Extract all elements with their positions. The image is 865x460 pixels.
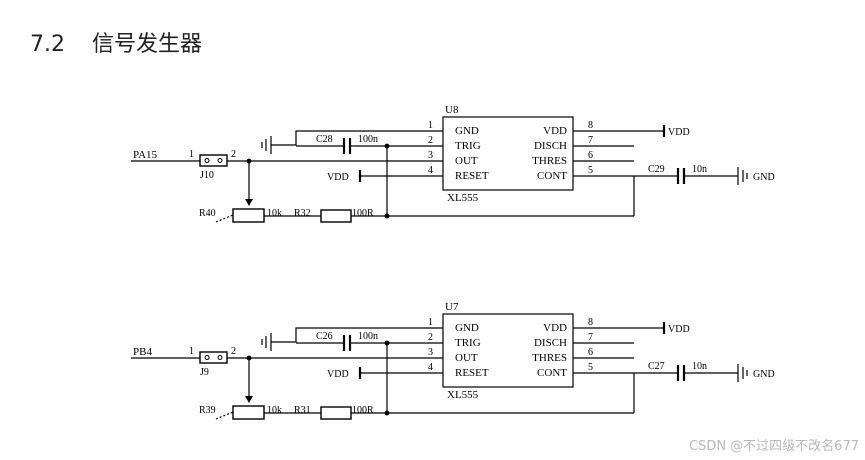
res-r31 <box>320 406 352 420</box>
jumper-pin2: 2 <box>231 149 236 160</box>
pin-num-7: 7 <box>588 135 593 146</box>
pin-name-gnd: GND <box>455 125 479 137</box>
pin-name-thres: THRES <box>532 155 567 167</box>
pin-num-1: 1 <box>428 120 433 131</box>
pin-num-8: 8 <box>588 120 593 131</box>
section-title: 信号发生器 <box>92 32 203 57</box>
pin-num-4: 4 <box>428 165 433 176</box>
cap-c28-value: 100n <box>358 134 378 145</box>
pin-name-out: OUT <box>455 155 478 167</box>
res-ref: R31 <box>294 405 311 416</box>
input-net-label: PA15 <box>133 149 158 161</box>
pin-num-7: 7 <box>588 332 593 343</box>
pin-num-3: 3 <box>428 150 433 161</box>
gnd-wire <box>271 327 443 343</box>
jumper-j10 <box>199 154 228 167</box>
watermark: CSDN @不过四级不改名677 <box>688 439 859 454</box>
pot-ref: R40 <box>199 208 216 219</box>
reset-vdd-label: VDD <box>327 369 349 380</box>
reset-vdd-label: VDD <box>327 172 349 183</box>
circuit-u7: U7 XL555 GND TRIG OUT RESET VDD DISCH TH… <box>131 301 775 420</box>
cap-c29-ref: C29 <box>648 164 665 175</box>
pot-adjust-arrow <box>215 411 234 420</box>
ic-ref: U7 <box>445 301 459 313</box>
pin-num-6: 6 <box>588 150 593 161</box>
input-net-label: PB4 <box>133 346 152 358</box>
pin-num-2: 2 <box>428 332 433 343</box>
pin-name-trig: TRIG <box>455 140 481 152</box>
cap-c28-ref: C28 <box>316 134 333 145</box>
cap-c29-value: 10n <box>692 164 707 175</box>
pin-num-4: 4 <box>428 362 433 373</box>
pot-adjust-arrow <box>215 214 234 223</box>
section-heading: 7.2 信号发生器 <box>30 26 202 58</box>
pot-r39 <box>232 405 265 420</box>
jumper-j9 <box>199 351 228 364</box>
pot-wiper-arrow <box>245 199 253 206</box>
jumper-pin1: 1 <box>189 149 194 160</box>
junction <box>384 213 390 219</box>
jumper-ref: J9 <box>200 367 209 378</box>
pin-name-out: OUT <box>455 352 478 364</box>
pin-name-trig: TRIG <box>455 337 481 349</box>
pin-num-5: 5 <box>588 165 593 176</box>
res-value: 100R <box>352 405 374 416</box>
gnd-wire <box>271 130 443 146</box>
pin-num-5: 5 <box>588 362 593 373</box>
ic-body <box>442 116 574 191</box>
res-value: 100R <box>352 208 374 219</box>
pin-name-cont: CONT <box>537 367 567 379</box>
junction <box>384 410 390 416</box>
pot-ref: R39 <box>199 405 216 416</box>
pin-name-vdd: VDD <box>543 125 567 137</box>
pot-r40 <box>232 208 265 223</box>
res-ref: R32 <box>294 208 311 219</box>
pin-name-disch: DISCH <box>534 337 567 349</box>
gnd-label: GND <box>753 369 775 380</box>
pin-num-6: 6 <box>588 347 593 358</box>
pin-name-disch: DISCH <box>534 140 567 152</box>
ground-symbol <box>261 333 272 351</box>
pot-value: 10k <box>267 208 282 219</box>
res-r32 <box>320 209 352 223</box>
cap-c26-ref: C26 <box>316 331 333 342</box>
jumper-ref: J10 <box>200 170 214 181</box>
cap-c26-value: 100n <box>358 331 378 342</box>
pin-num-3: 3 <box>428 347 433 358</box>
ic-body <box>442 313 574 388</box>
cap-c27-ref: C27 <box>648 361 665 372</box>
pin-name-reset: RESET <box>455 170 489 182</box>
ground-symbol <box>737 364 748 382</box>
pin-name-thres: THRES <box>532 352 567 364</box>
pin-num-2: 2 <box>428 135 433 146</box>
vdd-label: VDD <box>668 324 690 335</box>
pin-num-8: 8 <box>588 317 593 328</box>
jumper-pin1: 1 <box>189 346 194 357</box>
circuit-u8: U8 XL555 GND TRIG OUT RESET VDD DISCH TH… <box>131 104 775 223</box>
pot-wiper-arrow <box>245 396 253 403</box>
pin-name-cont: CONT <box>537 170 567 182</box>
jumper-pin2: 2 <box>231 346 236 357</box>
pot-value: 10k <box>267 405 282 416</box>
pin-num-1: 1 <box>428 317 433 328</box>
section-number: 7.2 <box>30 32 65 57</box>
ic-part: XL555 <box>447 192 479 204</box>
ic-part: XL555 <box>447 389 479 401</box>
gnd-label: GND <box>753 172 775 183</box>
cap-c27-value: 10n <box>692 361 707 372</box>
ground-symbol <box>737 167 748 185</box>
pin-name-gnd: GND <box>455 322 479 334</box>
ground-symbol <box>261 136 272 154</box>
pin-name-reset: RESET <box>455 367 489 379</box>
pin-name-vdd: VDD <box>543 322 567 334</box>
ic-ref: U8 <box>445 104 459 116</box>
vdd-label: VDD <box>668 127 690 138</box>
